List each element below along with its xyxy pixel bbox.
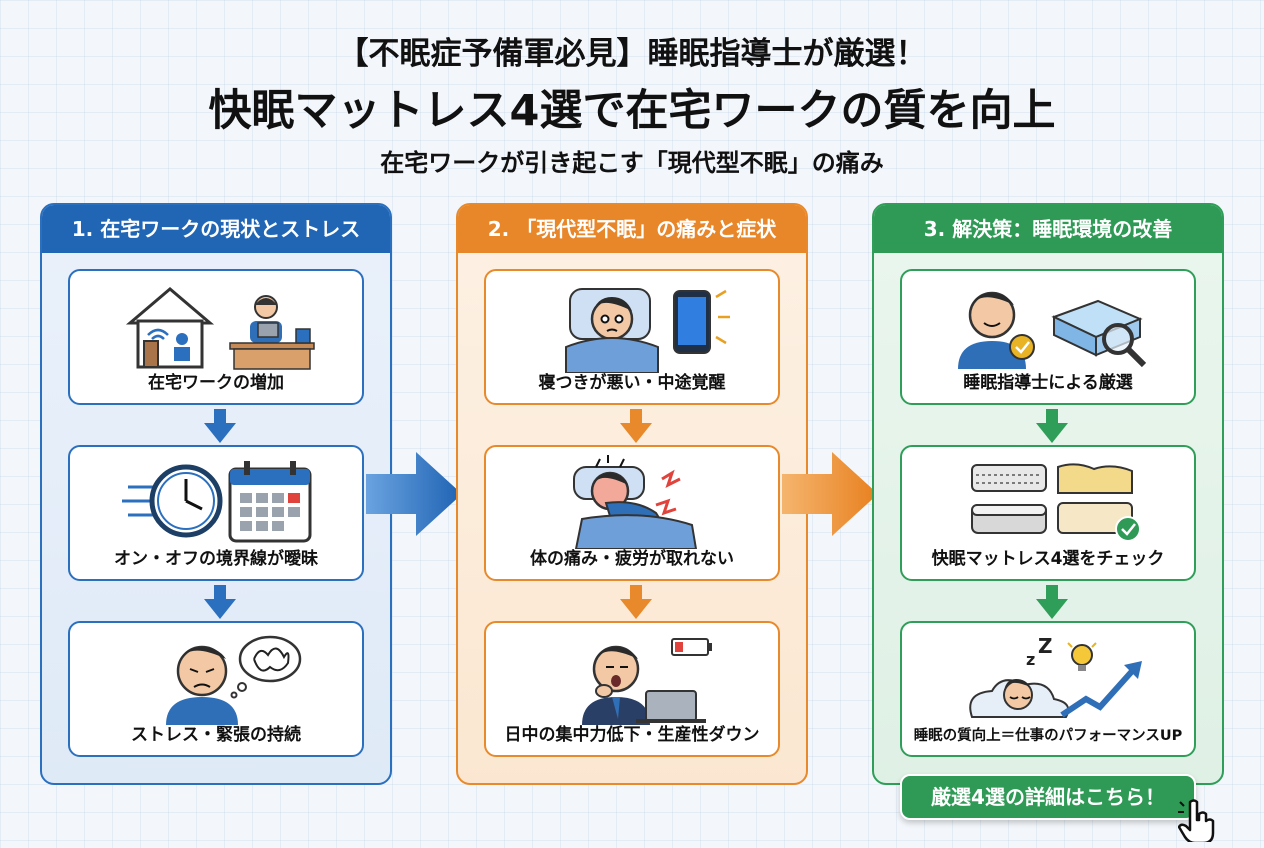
panel-title: 2. 「現代型不眠」の痛みと症状 xyxy=(458,205,806,253)
card-expert-selection: 睡眠指導士による厳選 xyxy=(900,269,1196,405)
card-label: 快眠マットレス4選をチェック xyxy=(931,549,1165,569)
flow-arrow-icon xyxy=(782,452,878,536)
card-poor-sleep-onset: 寝つきが悪い・中途覚醒 xyxy=(484,269,780,405)
card-remote-work-increase: 在宅ワークの増加 xyxy=(68,269,364,405)
down-arrow-icon xyxy=(620,409,652,443)
pointer-hand-icon xyxy=(1178,799,1215,842)
down-arrow-icon xyxy=(1036,409,1068,443)
card-blurred-boundary: オン・オフの境界線が曖昧 xyxy=(68,445,364,581)
down-arrow-icon xyxy=(620,585,652,619)
card-label: ストレス・緊張の持続 xyxy=(131,725,301,745)
card-label: 寝つきが悪い・中途覚醒 xyxy=(538,373,726,393)
panel-title: 1. 在宅ワークの現状とストレス xyxy=(42,205,390,253)
down-arrow-icon xyxy=(1036,585,1068,619)
card-continuous-stress: ストレス・緊張の持続 xyxy=(68,621,364,757)
card-label: 日中の集中力低下・生産性ダウン xyxy=(504,725,760,745)
card-body-pain: 体の痛み・疲労が取れない xyxy=(484,445,780,581)
svg-text:Z: Z xyxy=(1038,634,1053,658)
svg-text:z: z xyxy=(1026,650,1035,669)
details-cta-button[interactable]: 厳選4選の詳細はこちら！ xyxy=(900,774,1196,820)
subtitle: 在宅ワークが引き起こす「現代型不眠」の痛み xyxy=(380,149,884,177)
panel-current-situation: 1. 在宅ワークの現状とストレス 在宅ワークの増加 xyxy=(40,203,392,785)
title-line-2: 快眠マットレス4選で在宅ワークの質を向上 xyxy=(208,86,1056,136)
body-pain-icon xyxy=(573,455,698,549)
stressed-person-icon xyxy=(166,635,302,725)
clock-calendar-icon xyxy=(122,461,312,543)
card-label: 在宅ワークの増加 xyxy=(148,373,284,393)
panel-modern-insomnia: 2. 「現代型不眠」の痛みと症状 寝つきが悪い・中途覚醒 xyxy=(456,203,808,785)
flow-arrow-icon xyxy=(366,452,462,536)
sleep-growth-icon: z Z xyxy=(969,634,1142,718)
expert-mattress-icon xyxy=(958,291,1147,369)
card-label: オン・オフの境界線が曖昧 xyxy=(114,549,318,569)
title-line-1: 【不眠症予備軍必見】睡眠指導士が厳選！ xyxy=(337,36,927,72)
panel-title: 3. 解決策：睡眠環境の改善 xyxy=(874,205,1222,253)
mattresses-icon xyxy=(971,463,1141,542)
panel-solution: 3. 解決策：睡眠環境の改善 睡眠指導士による厳選 xyxy=(872,203,1224,785)
card-check-four-mattresses: 快眠マットレス4選をチェック xyxy=(900,445,1196,581)
sleepless-phone-icon xyxy=(565,288,730,373)
card-label: 睡眠指導士による厳選 xyxy=(963,373,1133,393)
card-performance-up: z Z 睡眠の質向上＝仕事のパフォーマンスUP xyxy=(900,621,1196,757)
down-arrow-icon xyxy=(204,585,236,619)
tired-worker-icon xyxy=(582,638,712,725)
card-label: 体の痛み・疲労が取れない xyxy=(530,549,734,569)
down-arrow-icon xyxy=(204,409,236,443)
card-low-productivity: 日中の集中力低下・生産性ダウン xyxy=(484,621,780,757)
card-label: 睡眠の質向上＝仕事のパフォーマンスUP xyxy=(913,728,1183,744)
house-remote-work-icon xyxy=(125,287,315,370)
